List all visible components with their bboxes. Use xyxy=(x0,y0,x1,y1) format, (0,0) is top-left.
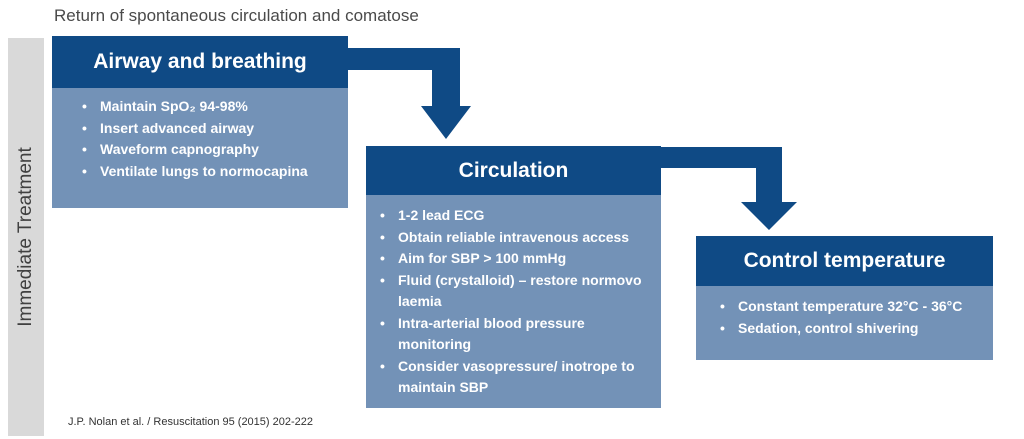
list-item: Insert advanced airway xyxy=(78,118,348,140)
box-temperature-header: Control temperature xyxy=(696,236,993,286)
box-circulation-list: 1-2 lead ECG Obtain reliable intravenous… xyxy=(376,205,647,399)
citation: J.P. Nolan et al. / Resuscitation 95 (20… xyxy=(68,416,314,428)
list-item: Constant temperature 32°C - 36°C xyxy=(716,296,993,318)
box-airway-list: Maintain SpO₂ 94-98% Insert advanced air… xyxy=(78,96,348,182)
list-item: Sedation, control shivering xyxy=(716,318,993,340)
box-circulation-title: Circulation xyxy=(458,158,569,182)
list-item: Maintain SpO₂ 94-98% xyxy=(78,96,348,118)
box-airway-body: Maintain SpO₂ 94-98% Insert advanced air… xyxy=(52,88,348,208)
box-temperature-body: Constant temperature 32°C - 36°C Sedatio… xyxy=(696,286,993,360)
box-airway-title: Airway and breathing xyxy=(93,50,307,73)
list-item: Obtain reliable intravenous access xyxy=(376,227,647,249)
diagram-title: Return of spontaneous circulation and co… xyxy=(54,6,419,25)
list-item: Aim for SBP > 100 mmHg xyxy=(376,248,647,270)
list-item: Fluid (crystalloid) – restore normovo la… xyxy=(376,270,647,313)
box-circulation-header: Circulation xyxy=(366,146,661,195)
box-circulation-body: 1-2 lead ECG Obtain reliable intravenous… xyxy=(366,195,661,408)
list-item: Consider vasopressure/ inotrope to maint… xyxy=(376,356,647,399)
box-airway-header: Airway and breathing xyxy=(52,36,348,88)
box-temperature-list: Constant temperature 32°C - 36°C Sedatio… xyxy=(716,296,993,339)
sidebar-band xyxy=(8,38,44,436)
list-item: Ventilate lungs to normocapina xyxy=(78,161,348,183)
list-item: Intra-arterial blood pressure monitoring xyxy=(376,313,647,356)
arrow-shape-2 xyxy=(661,147,797,230)
list-item: Waveform capnography xyxy=(78,139,348,161)
box-temperature-title: Control temperature xyxy=(743,249,946,272)
list-item: 1-2 lead ECG xyxy=(376,205,647,227)
sidebar-label: Immediate Treatment xyxy=(15,147,36,327)
arrow-shape-1 xyxy=(348,48,471,139)
